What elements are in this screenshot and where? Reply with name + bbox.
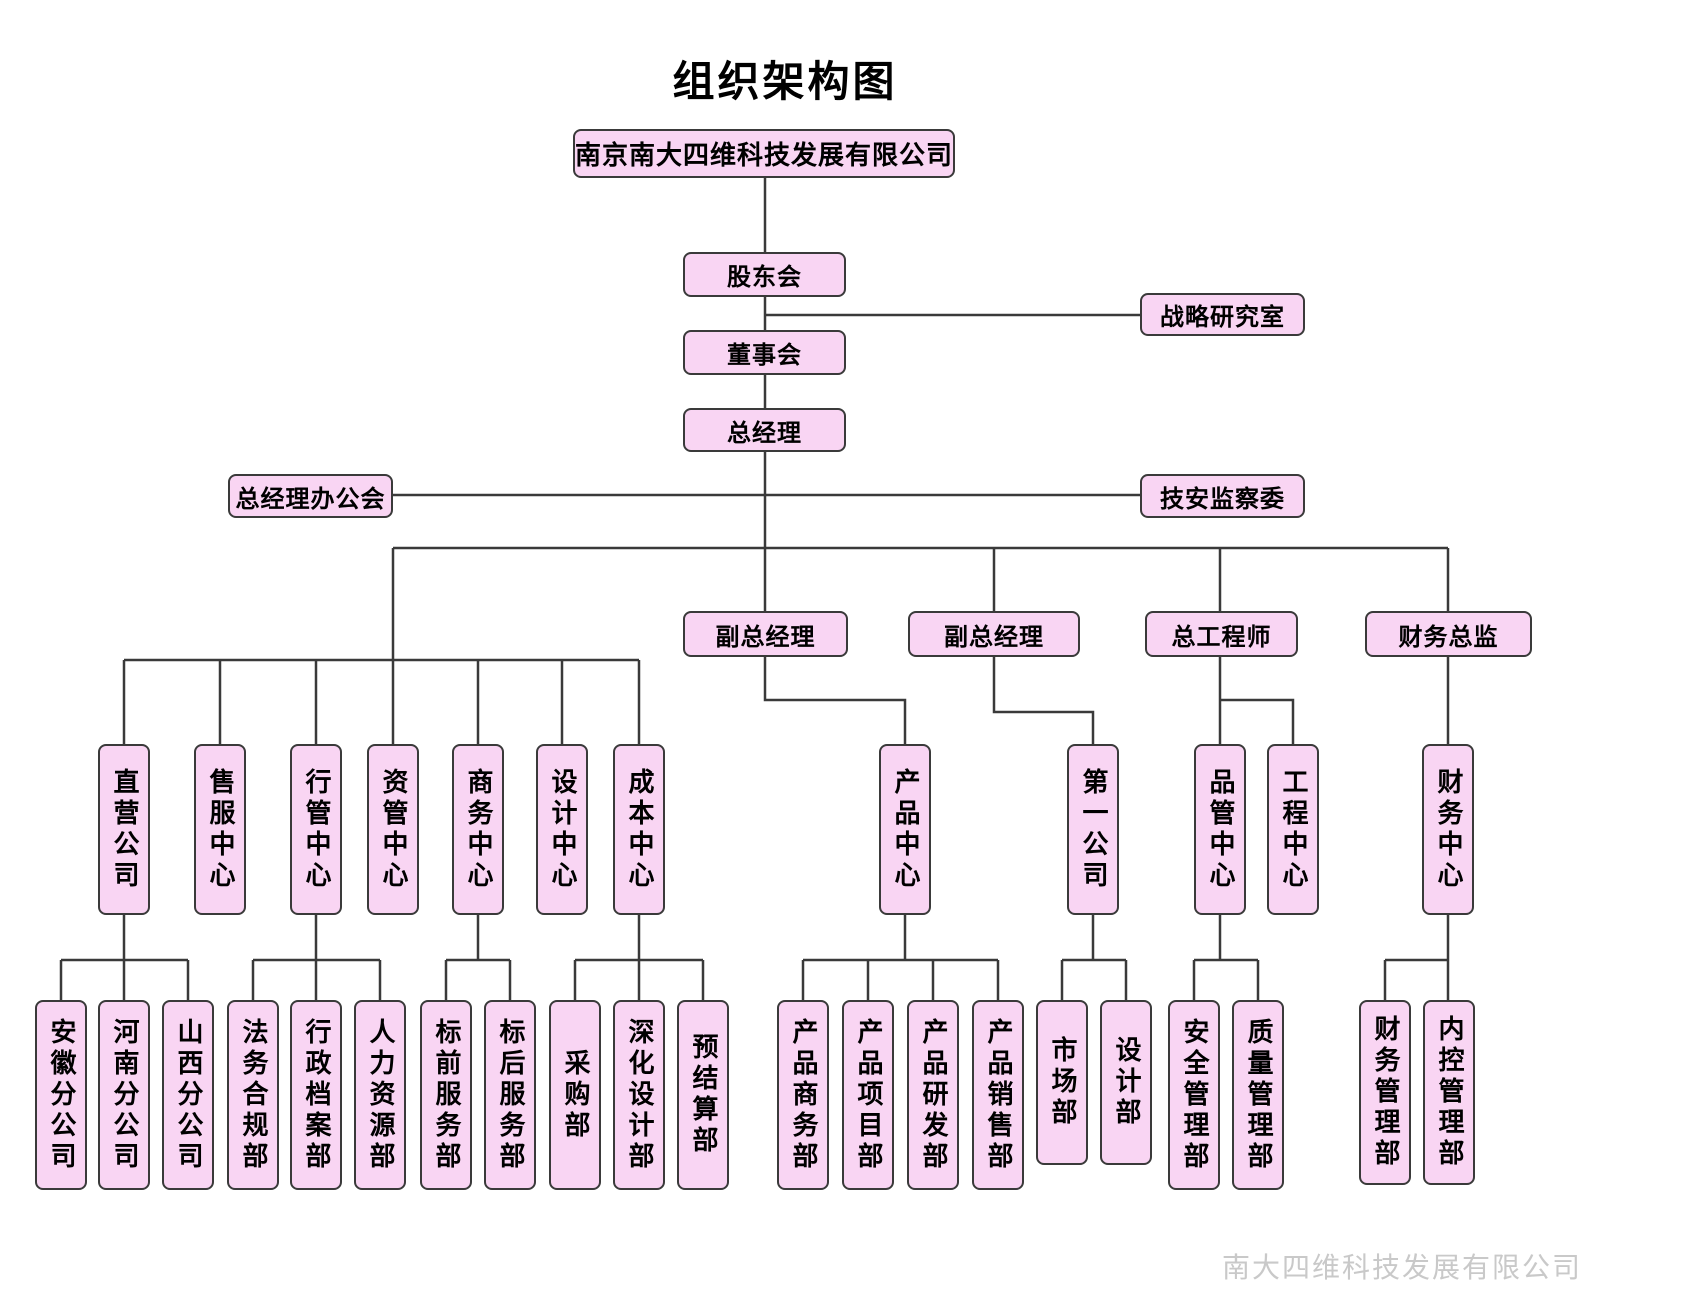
node-first-company: 第一公司 bbox=[1067, 744, 1119, 915]
node-design-dept: 设计部 bbox=[1100, 1000, 1152, 1165]
node-cost-center: 成本中心 bbox=[613, 744, 665, 915]
node-quality-center: 品管中心 bbox=[1194, 744, 1246, 915]
node-deputy-gm-1: 副总经理 bbox=[683, 611, 848, 657]
node-shanxi-branch: 山西分公司 bbox=[162, 1000, 214, 1190]
node-design-center: 设计中心 bbox=[536, 744, 588, 915]
node-detail-design-dept: 深化设计部 bbox=[613, 1000, 665, 1190]
node-product-business-dept: 产品商务部 bbox=[777, 1000, 829, 1190]
node-product-center: 产品中心 bbox=[879, 744, 931, 915]
node-gm-office-meeting: 总经理办公会 bbox=[228, 474, 393, 518]
node-finance-director: 财务总监 bbox=[1365, 611, 1532, 657]
node-finance-center: 财务中心 bbox=[1422, 744, 1474, 915]
node-admin-center: 行管中心 bbox=[290, 744, 342, 915]
node-safety-supervision-committee: 技安监察委 bbox=[1140, 474, 1305, 518]
watermark: 南大四维科技发展有限公司 bbox=[1222, 1251, 1583, 1284]
node-safety-mgmt-dept: 安全管理部 bbox=[1168, 1000, 1220, 1190]
node-procurement-dept: 采购部 bbox=[549, 1000, 601, 1190]
node-internal-control-dept: 内控管理部 bbox=[1423, 1000, 1475, 1185]
node-general-manager: 总经理 bbox=[683, 408, 846, 452]
node-strategy-research-office: 战略研究室 bbox=[1140, 293, 1305, 336]
node-legal-compliance-dept: 法务合规部 bbox=[227, 1000, 279, 1190]
node-budget-settlement-dept: 预结算部 bbox=[677, 1000, 729, 1190]
node-marketing-dept: 市场部 bbox=[1036, 1000, 1088, 1165]
node-deputy-gm-2: 副总经理 bbox=[908, 611, 1080, 657]
node-product-rd-dept: 产品研发部 bbox=[907, 1000, 959, 1190]
node-board-of-directors: 董事会 bbox=[683, 330, 846, 375]
node-admin-archives-dept: 行政档案部 bbox=[290, 1000, 342, 1190]
node-prebid-service-dept: 标前服务部 bbox=[420, 1000, 472, 1190]
node-shareholders-meeting: 股东会 bbox=[683, 252, 846, 297]
node-direct-company: 直营公司 bbox=[98, 744, 150, 915]
node-company: 南京南大四维科技发展有限公司 bbox=[573, 129, 955, 178]
node-finance-mgmt-dept: 财务管理部 bbox=[1359, 1000, 1411, 1185]
node-quality-mgmt-dept: 质量管理部 bbox=[1232, 1000, 1284, 1190]
node-after-sales-center: 售服中心 bbox=[194, 744, 246, 915]
node-anhui-branch: 安徽分公司 bbox=[35, 1000, 87, 1190]
node-henan-branch: 河南分公司 bbox=[98, 1000, 150, 1190]
node-product-project-dept: 产品项目部 bbox=[842, 1000, 894, 1190]
node-chief-engineer: 总工程师 bbox=[1145, 611, 1298, 657]
node-engineering-center: 工程中心 bbox=[1267, 744, 1319, 915]
node-product-sales-dept: 产品销售部 bbox=[972, 1000, 1024, 1190]
node-hr-dept: 人力资源部 bbox=[354, 1000, 406, 1190]
node-business-center: 商务中心 bbox=[452, 744, 504, 915]
page-title: 组织架构图 bbox=[672, 57, 898, 106]
node-postbid-service-dept: 标后服务部 bbox=[484, 1000, 536, 1190]
node-asset-center: 资管中心 bbox=[367, 744, 419, 915]
